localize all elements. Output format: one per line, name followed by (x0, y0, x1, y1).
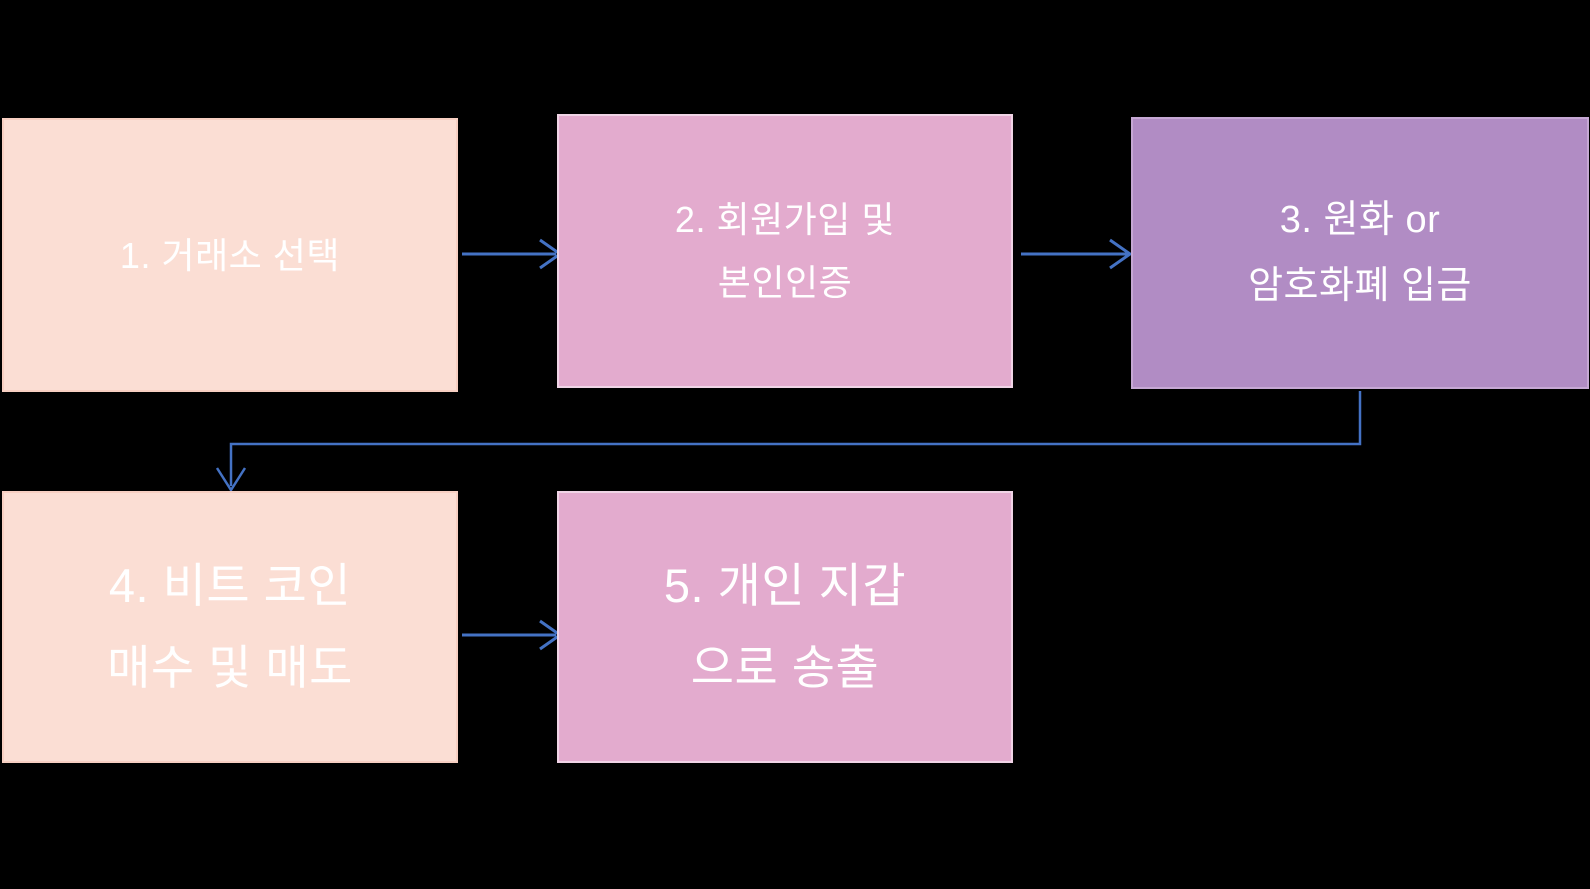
flow-node-step-2-line-1: 2. 회원가입 및 (674, 199, 896, 240)
flow-node-step-1[interactable]: 1. 거래소 선택 (2, 118, 458, 392)
edge-step2-to-step3 (1021, 238, 1133, 270)
flow-node-step-3-line-1: 3. 원화 or (1279, 198, 1441, 241)
edge-step3-to-step4 (215, 391, 1362, 493)
flow-node-step-1-line-1: 1. 거래소 선택 (119, 234, 341, 276)
edge-step4-to-step5 (462, 619, 563, 651)
flow-node-step-4[interactable]: 4. 비트 코인 매수 및 매도 (2, 491, 458, 763)
flow-node-step-3[interactable]: 3. 원화 or 암호화폐 입금 (1131, 117, 1589, 389)
flow-node-step-4-line-2: 매수 및 매도 (107, 641, 353, 694)
flow-node-step-2-line-2: 본인인증 (717, 262, 853, 303)
flow-node-step-3-line-2: 암호화폐 입금 (1248, 265, 1472, 307)
flow-node-step-5-line-1: 5. 개인 지갑 (663, 558, 907, 612)
flow-node-step-2[interactable]: 2. 회원가입 및 본인인증 (557, 114, 1013, 388)
flow-node-step-4-line-1: 4. 비트 코인 (108, 558, 352, 612)
flow-node-step-5[interactable]: 5. 개인 지갑 으로 송출 (557, 491, 1013, 763)
edge-step1-to-step2 (462, 238, 563, 270)
flow-node-step-5-line-2: 으로 송출 (690, 641, 880, 694)
